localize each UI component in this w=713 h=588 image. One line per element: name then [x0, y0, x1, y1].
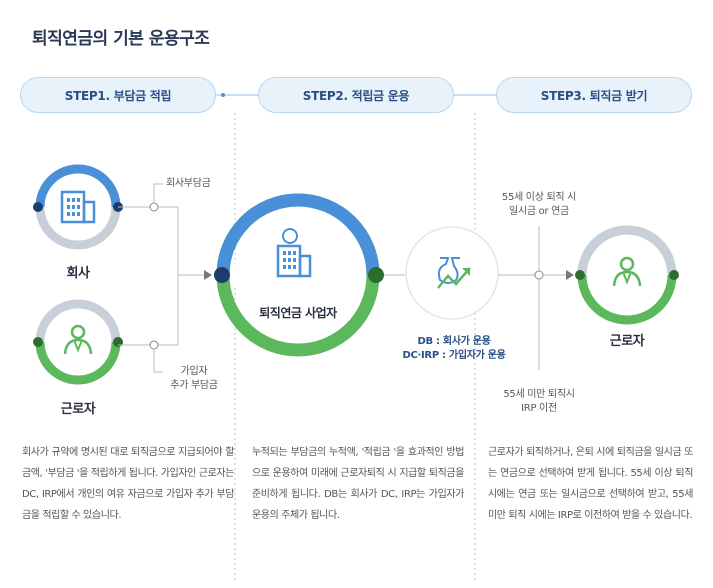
arrow-icon	[566, 270, 574, 280]
step-3-pill: STEP3. 퇴직금 받기	[496, 77, 692, 113]
over55-label: 55세 이상 퇴직 시 일시금 or 연금	[490, 191, 588, 219]
step-connector-dot	[221, 93, 225, 97]
member-contribution-line2: 추가 부담금	[170, 380, 218, 391]
step-2-description: 누적되는 부담금의 누적액, '적립금 '을 효과적인 방법으로 운용하여 미래…	[252, 447, 464, 521]
under55-label: 55세 미만 퇴직시 IRP 이전	[490, 388, 588, 416]
under55-line2: IRP 이전	[521, 403, 557, 414]
step-3-description: 근로자가 퇴직하거나, 은퇴 시에 퇴직금을 일시금 또는 연금으로 선택하여 …	[488, 447, 693, 521]
step-2-pill: STEP2. 적립금 운용	[258, 77, 454, 113]
over55-line1: 55세 이상 퇴직 시	[501, 192, 577, 203]
operation-subject-label: DB : 회사가 운용 DC·IRP : 가입자가 운용	[386, 335, 522, 363]
growth-chart-icon	[437, 257, 471, 289]
step-1-pill: STEP1. 부담금 적립	[20, 77, 216, 113]
member-contribution-label: 가입자 추가 부담금	[162, 365, 226, 393]
building-icon	[60, 190, 96, 224]
worker-left-node	[33, 299, 123, 385]
worker-right-label: 근로자	[609, 334, 645, 349]
management-node	[405, 226, 499, 320]
person-icon	[63, 324, 93, 355]
step-1-description: 회사가 규약에 명시된 대로 퇴직금으로 지급되어야 할 금액, '부담금 '을…	[22, 447, 234, 521]
worker-right-node	[575, 225, 679, 325]
provider-label: 퇴직연금 사업자	[259, 306, 337, 320]
under55-line1: 55세 미만 퇴직시	[503, 389, 575, 400]
building-icon	[276, 228, 312, 278]
person-icon	[612, 256, 642, 287]
page-title: 퇴직연금의 기본 운용구조	[32, 29, 210, 49]
over55-line2: 일시금 or 연금	[509, 206, 569, 217]
worker-left-label: 근로자	[60, 402, 96, 417]
arrow-icon	[204, 270, 212, 280]
dc-irp-line: DC·IRP : 가입자가 운용	[402, 350, 506, 361]
member-contribution-line1: 가입자	[180, 366, 208, 377]
company-label: 회사	[66, 266, 90, 281]
company-contribution-label: 회사부담금	[166, 178, 211, 189]
db-line: DB : 회사가 운용	[417, 336, 491, 347]
